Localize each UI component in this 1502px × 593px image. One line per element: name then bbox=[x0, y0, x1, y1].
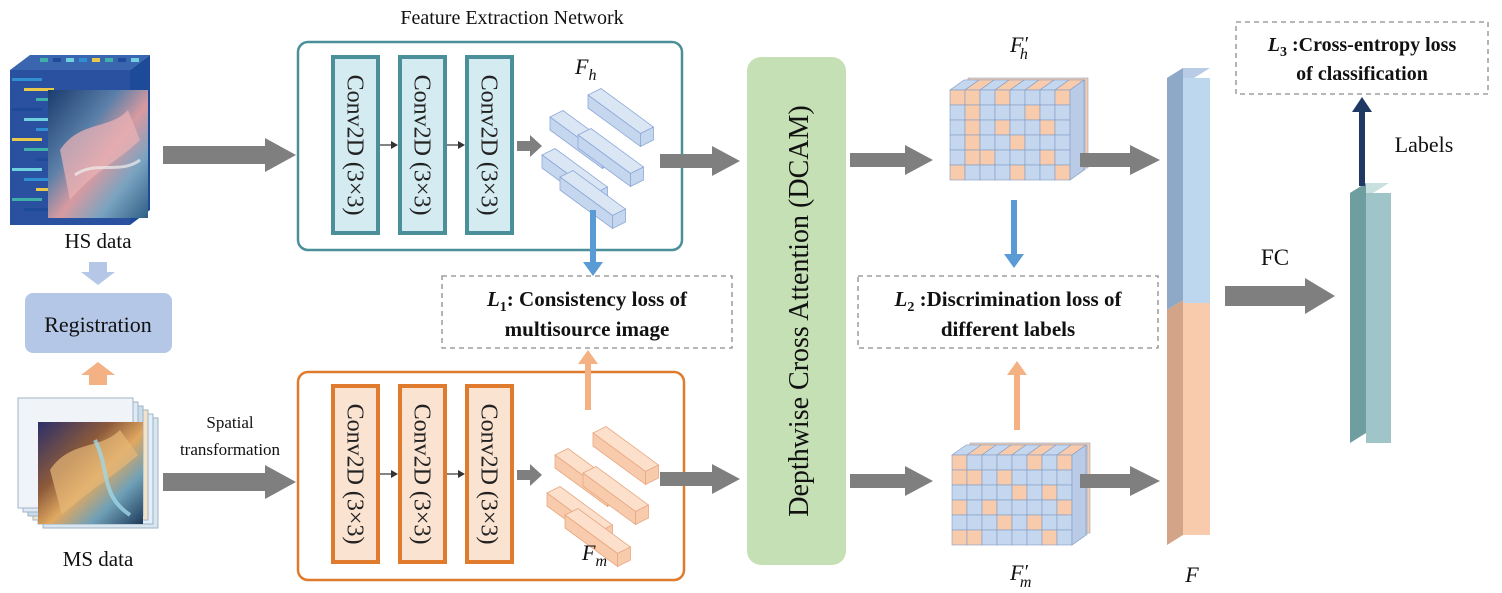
l2-loss-line2: different labels bbox=[941, 317, 1075, 341]
hs-conv-link-head-2 bbox=[458, 141, 465, 149]
fh-feature-cuboids bbox=[541, 88, 655, 230]
spatial-label-line1: Spatial bbox=[206, 413, 253, 432]
fh-label: Fh bbox=[574, 54, 596, 84]
hs-conv2d-block-2 bbox=[398, 55, 447, 235]
ms-data-stack bbox=[17, 397, 159, 529]
ms-to-registration-arrow bbox=[81, 362, 115, 385]
fm-feature-cuboids bbox=[546, 426, 660, 568]
ms-conv-link-head-2 bbox=[458, 470, 465, 478]
fc-label: FC bbox=[1261, 245, 1289, 270]
l1-loss-line2: multisource image bbox=[505, 317, 670, 341]
fh-prime-tensor bbox=[949, 77, 1089, 181]
dcam-label: Depthwise Cross Attention (DCAM) bbox=[784, 105, 815, 516]
ms-conv2d-label-3: Conv2D (3×3) bbox=[476, 404, 502, 545]
hs-conv2d-label-2: Conv2D (3×3) bbox=[409, 75, 435, 216]
fm-label: Fm bbox=[581, 540, 607, 570]
fused-feature-label: F bbox=[1184, 562, 1199, 587]
ms-conv-to-fm-arrow bbox=[517, 464, 542, 486]
hs-data-label: HS data bbox=[64, 229, 132, 253]
hs-conv-link-head-1 bbox=[391, 141, 398, 149]
l3-loss-line2: of classification bbox=[1296, 63, 1428, 85]
l3-loss-box bbox=[1235, 21, 1489, 95]
ms-conv2d-block-1 bbox=[331, 384, 380, 564]
registration-box bbox=[25, 293, 172, 353]
ms-conv2d-block-2 bbox=[398, 384, 447, 564]
l1-loss-line1: L1: Consistency loss of bbox=[486, 287, 688, 315]
hs-conv2d-label-3: Conv2D (3×3) bbox=[476, 75, 502, 216]
registration-label: Registration bbox=[44, 312, 152, 337]
fh-prime-to-f-arrow bbox=[1080, 145, 1160, 175]
fh-prime-label: F′h bbox=[1009, 32, 1028, 63]
spatial-label-line2: transformation bbox=[180, 440, 281, 459]
fm-to-l1-arrow-head bbox=[578, 350, 598, 364]
fh-to-l1-arrow-shaft bbox=[590, 210, 596, 265]
labels-arrow-shaft bbox=[1359, 108, 1365, 186]
fh-to-dcam-arrow bbox=[660, 146, 740, 176]
l2-loss-box bbox=[857, 275, 1159, 349]
fh-prime-to-l2-arrow-head bbox=[1004, 254, 1024, 268]
ms-data-label: MS data bbox=[63, 547, 134, 571]
ms-input-arrow bbox=[163, 465, 296, 499]
fm-prime-label: F′m bbox=[1009, 560, 1031, 591]
fm-to-dcam-arrow bbox=[660, 464, 740, 494]
dcam-to-fh-prime-arrow bbox=[850, 145, 933, 175]
ms-conv-link-head-1 bbox=[391, 470, 398, 478]
fh-prime-to-l2-arrow-shaft bbox=[1011, 200, 1017, 256]
hs-conv-to-fh-arrow bbox=[517, 135, 542, 157]
ms-conv2d-block-3 bbox=[465, 384, 514, 564]
hs-conv2d-block-3 bbox=[465, 55, 514, 235]
fm-to-l1-arrow-shaft bbox=[585, 362, 591, 410]
labels-text: Labels bbox=[1395, 132, 1454, 157]
dcam-to-fm-prime-arrow bbox=[850, 466, 933, 496]
l1-loss-box bbox=[441, 275, 733, 349]
dcam-block bbox=[747, 57, 846, 565]
fused-feature-bar bbox=[1167, 68, 1210, 545]
fc-arrow bbox=[1225, 278, 1335, 314]
ms-conv2d-label-2: Conv2D (3×3) bbox=[409, 404, 435, 545]
ms-conv2d-label-1: Conv2D (3×3) bbox=[342, 404, 368, 545]
fh-to-l1-arrow-head bbox=[583, 262, 603, 276]
l3-loss-line1: L3 :Cross-entropy loss bbox=[1267, 34, 1457, 60]
l2-loss-line1: L2 :Discrimination loss of bbox=[894, 287, 1123, 315]
hs-conv2d-label-1: Conv2D (3×3) bbox=[342, 75, 368, 216]
fm-prime-tensor bbox=[951, 442, 1091, 546]
hs-data-stack bbox=[10, 55, 150, 225]
output-vector-bar bbox=[1350, 183, 1391, 443]
feature-extraction-title: Feature Extraction Network bbox=[400, 7, 623, 29]
fm-prime-to-f-arrow bbox=[1080, 466, 1160, 496]
hs-conv2d-block-1 bbox=[331, 55, 380, 235]
hs-to-registration-arrow bbox=[81, 262, 115, 285]
fm-prime-to-l2-arrow-head bbox=[1007, 361, 1027, 375]
fm-prime-to-l2-arrow-shaft bbox=[1014, 372, 1020, 430]
labels-arrow-head bbox=[1352, 97, 1372, 112]
hs-input-arrow bbox=[163, 138, 296, 172]
